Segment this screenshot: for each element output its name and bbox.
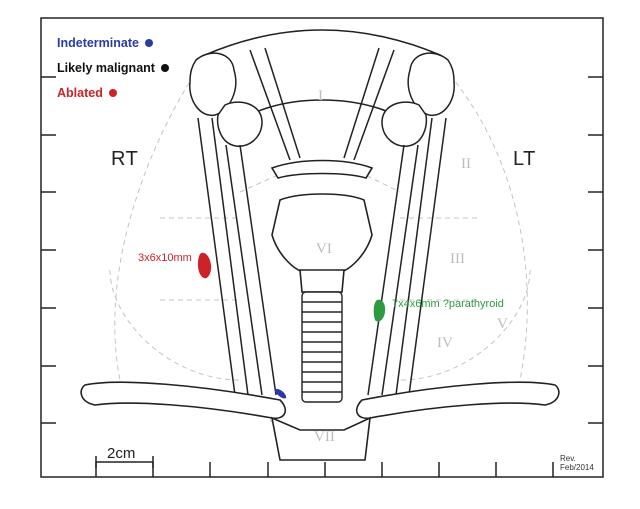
legend-ablated: Ablated [57, 86, 117, 100]
legend-likely-malignant: Likely malignant [57, 61, 169, 75]
left-side-label: LT [513, 148, 536, 170]
revision-line-2: Feb/2014 [560, 463, 594, 472]
right-side-label: RT [111, 148, 139, 170]
zone-label-iii: III [450, 251, 465, 267]
zone-label-v: V [497, 316, 508, 332]
zone-boundaries [109, 74, 531, 449]
frame-border [40, 17, 604, 478]
mandible [204, 29, 441, 179]
right-ruler [588, 76, 603, 424]
legend-ablated-label: Ablated [57, 86, 103, 100]
likely-malignant-dot-icon [160, 64, 169, 72]
ablated-lesion-marker [197, 252, 212, 279]
zone-label-ii: II [461, 156, 471, 172]
scale-bar [95, 456, 154, 468]
neck-muscles [197, 47, 447, 396]
ablated-dot-icon [108, 89, 117, 97]
bottom-ruler [95, 462, 554, 477]
legend-likely-malignant-label: Likely malignant [57, 61, 155, 75]
legend-indeterminate-label: Indeterminate [57, 36, 139, 50]
revision-line-1: Rev. [560, 454, 576, 463]
revision-label: Rev. Feb/2014 [560, 454, 594, 472]
ablated-lesion-annotation: 3x6x10mm [138, 252, 192, 264]
zone-label-i: I [318, 88, 323, 104]
indeterminate-lesion-marker [275, 388, 287, 399]
legend-indeterminate: Indeterminate [57, 36, 153, 50]
parotid-glands [189, 52, 455, 147]
trachea [301, 291, 343, 403]
zone-label-iv: IV [437, 335, 453, 351]
parathyroid-lesion-annotation: 7x4x6mm ?parathyroid [392, 298, 504, 310]
larynx [271, 193, 373, 293]
zone-label-vi: VI [316, 241, 332, 257]
scale-bar-label: 2cm [107, 445, 136, 462]
indeterminate-dot-icon [144, 39, 153, 47]
left-ruler [41, 76, 56, 424]
clavicles [80, 381, 560, 461]
parathyroid-lesion-marker [373, 299, 386, 322]
zone-label-vii: VII [314, 429, 335, 445]
